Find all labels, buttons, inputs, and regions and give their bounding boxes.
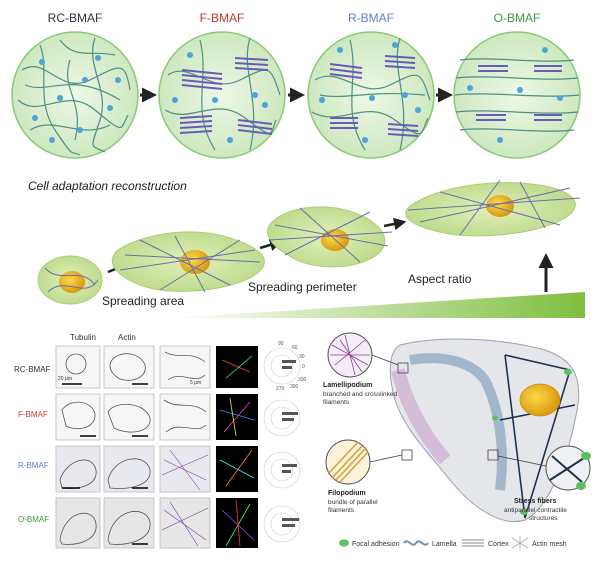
filopodium-title: Filopodium [328,490,366,497]
legend-cortex: Cortex [488,541,509,548]
legend-focal-adhesion: Focal adhesion [352,541,400,548]
stage-label-aspect-ratio: Aspect ratio [408,272,472,286]
orientation-map-o [216,498,258,548]
rose-tick-270: 270 [276,386,285,392]
migrating-cell [389,338,580,522]
circle-label-f-bmaf: F-BMAF [200,11,245,25]
tubulin-image-f [55,393,101,441]
lamella-band [409,353,507,491]
col-header-actin: Actin [118,333,136,342]
f-bmaf-circle [158,31,286,159]
stress-fibers-desc-1: antiparallel contractile [504,507,567,514]
tubulin-image-o [55,497,101,549]
lamellipodium-desc-1: branched and crosslinked [323,391,397,398]
orientation-map-rc [216,346,258,388]
tubulin-image-r [55,445,101,493]
col-header-tubulin: Tubulin [70,333,96,342]
tubulin-image-rc [55,345,101,389]
row-label-r-bmaf: R-BMAF [18,461,49,470]
circle-label-rc-bmaf: RC-BMAF [48,11,103,25]
actin-image-o [103,497,155,549]
focal-adhesion-icon [339,539,349,547]
cell-spreading-area [111,231,265,293]
middle-panel: Cell adaptation reconstruction Spreading… [28,179,585,318]
rose-tick-300: 300 [290,384,299,390]
r-bmaf-circle [307,31,435,159]
rose-tick-30: 30 [299,354,305,360]
rose-tick-60: 60 [292,345,298,351]
cortex-icon [462,539,484,547]
row-label-o-bmaf: O-BMAF [18,515,49,524]
nucleus [519,383,561,417]
cell-aspect-ratio [405,179,581,237]
rose-tick-90: 90 [278,341,284,347]
stress-fibers-desc-2: structures [529,515,558,522]
lamellipodium-title: Lamellipodium [323,382,372,389]
arrow-stage-3 [383,217,407,231]
rc-bmaf-circle [11,31,139,159]
o-bmaf-circle [453,31,581,159]
reconstruction-title: Cell adaptation reconstruction [28,179,187,193]
row-label-f-bmaf: F-BMAF [18,410,48,419]
gradient-ramp [170,292,585,318]
filopodium-desc-2: filaments [328,507,355,514]
zoom-image-o [159,497,211,549]
actin-image-rc [103,345,155,389]
circle-label-r-bmaf: R-BMAF [348,11,394,25]
rose-tick-0: 0 [302,364,305,370]
cell-round [37,255,103,305]
lamellipodium-desc-2: filaments [323,399,350,406]
legend: Focal adhesion Lamella Cortex Actin mesh [339,536,567,550]
stage-label-spreading-area: Spreading area [102,294,184,308]
lamella-icon [403,540,429,546]
legend-lamella: Lamella [432,541,457,548]
zoom-image-r [159,445,211,493]
rose-tick-330: 330 [298,377,307,383]
bottom-left-panel: Tubulin Actin RC-BMAF F-BMAF R-BMAF O-BM… [14,333,307,549]
actin-image-f [103,393,155,441]
stress-fibers-title: Stress fibers [514,498,557,505]
row-label-rc-bmaf: RC-BMAF [14,365,51,374]
zoom-image-rc [159,345,211,389]
actin-image-r [103,445,155,493]
orientation-maps [216,346,258,548]
legend-actin-mesh: Actin mesh [532,541,567,548]
cell-spreading-perimeter [267,206,393,268]
scale-label-5um: 5 μm [190,380,201,386]
actin-mesh-icon [511,536,529,550]
bottom-right-panel: Lamellipodium branched and crosslinked f… [323,332,591,550]
zoom-image-f [159,393,211,441]
stage-label-spreading-perimeter: Spreading perimeter [248,280,357,294]
scale-label-20um: 20 μm [58,376,72,382]
circle-label-o-bmaf: O-BMAF [494,11,541,25]
filopodium-desc-1: bundle of parallel [328,499,378,506]
rose-diagrams: 90 60 30 0 330 270 300 [263,341,307,543]
top-panel: RC-BMAF F-BMAF R-BMAF O-BMAF [11,11,581,159]
